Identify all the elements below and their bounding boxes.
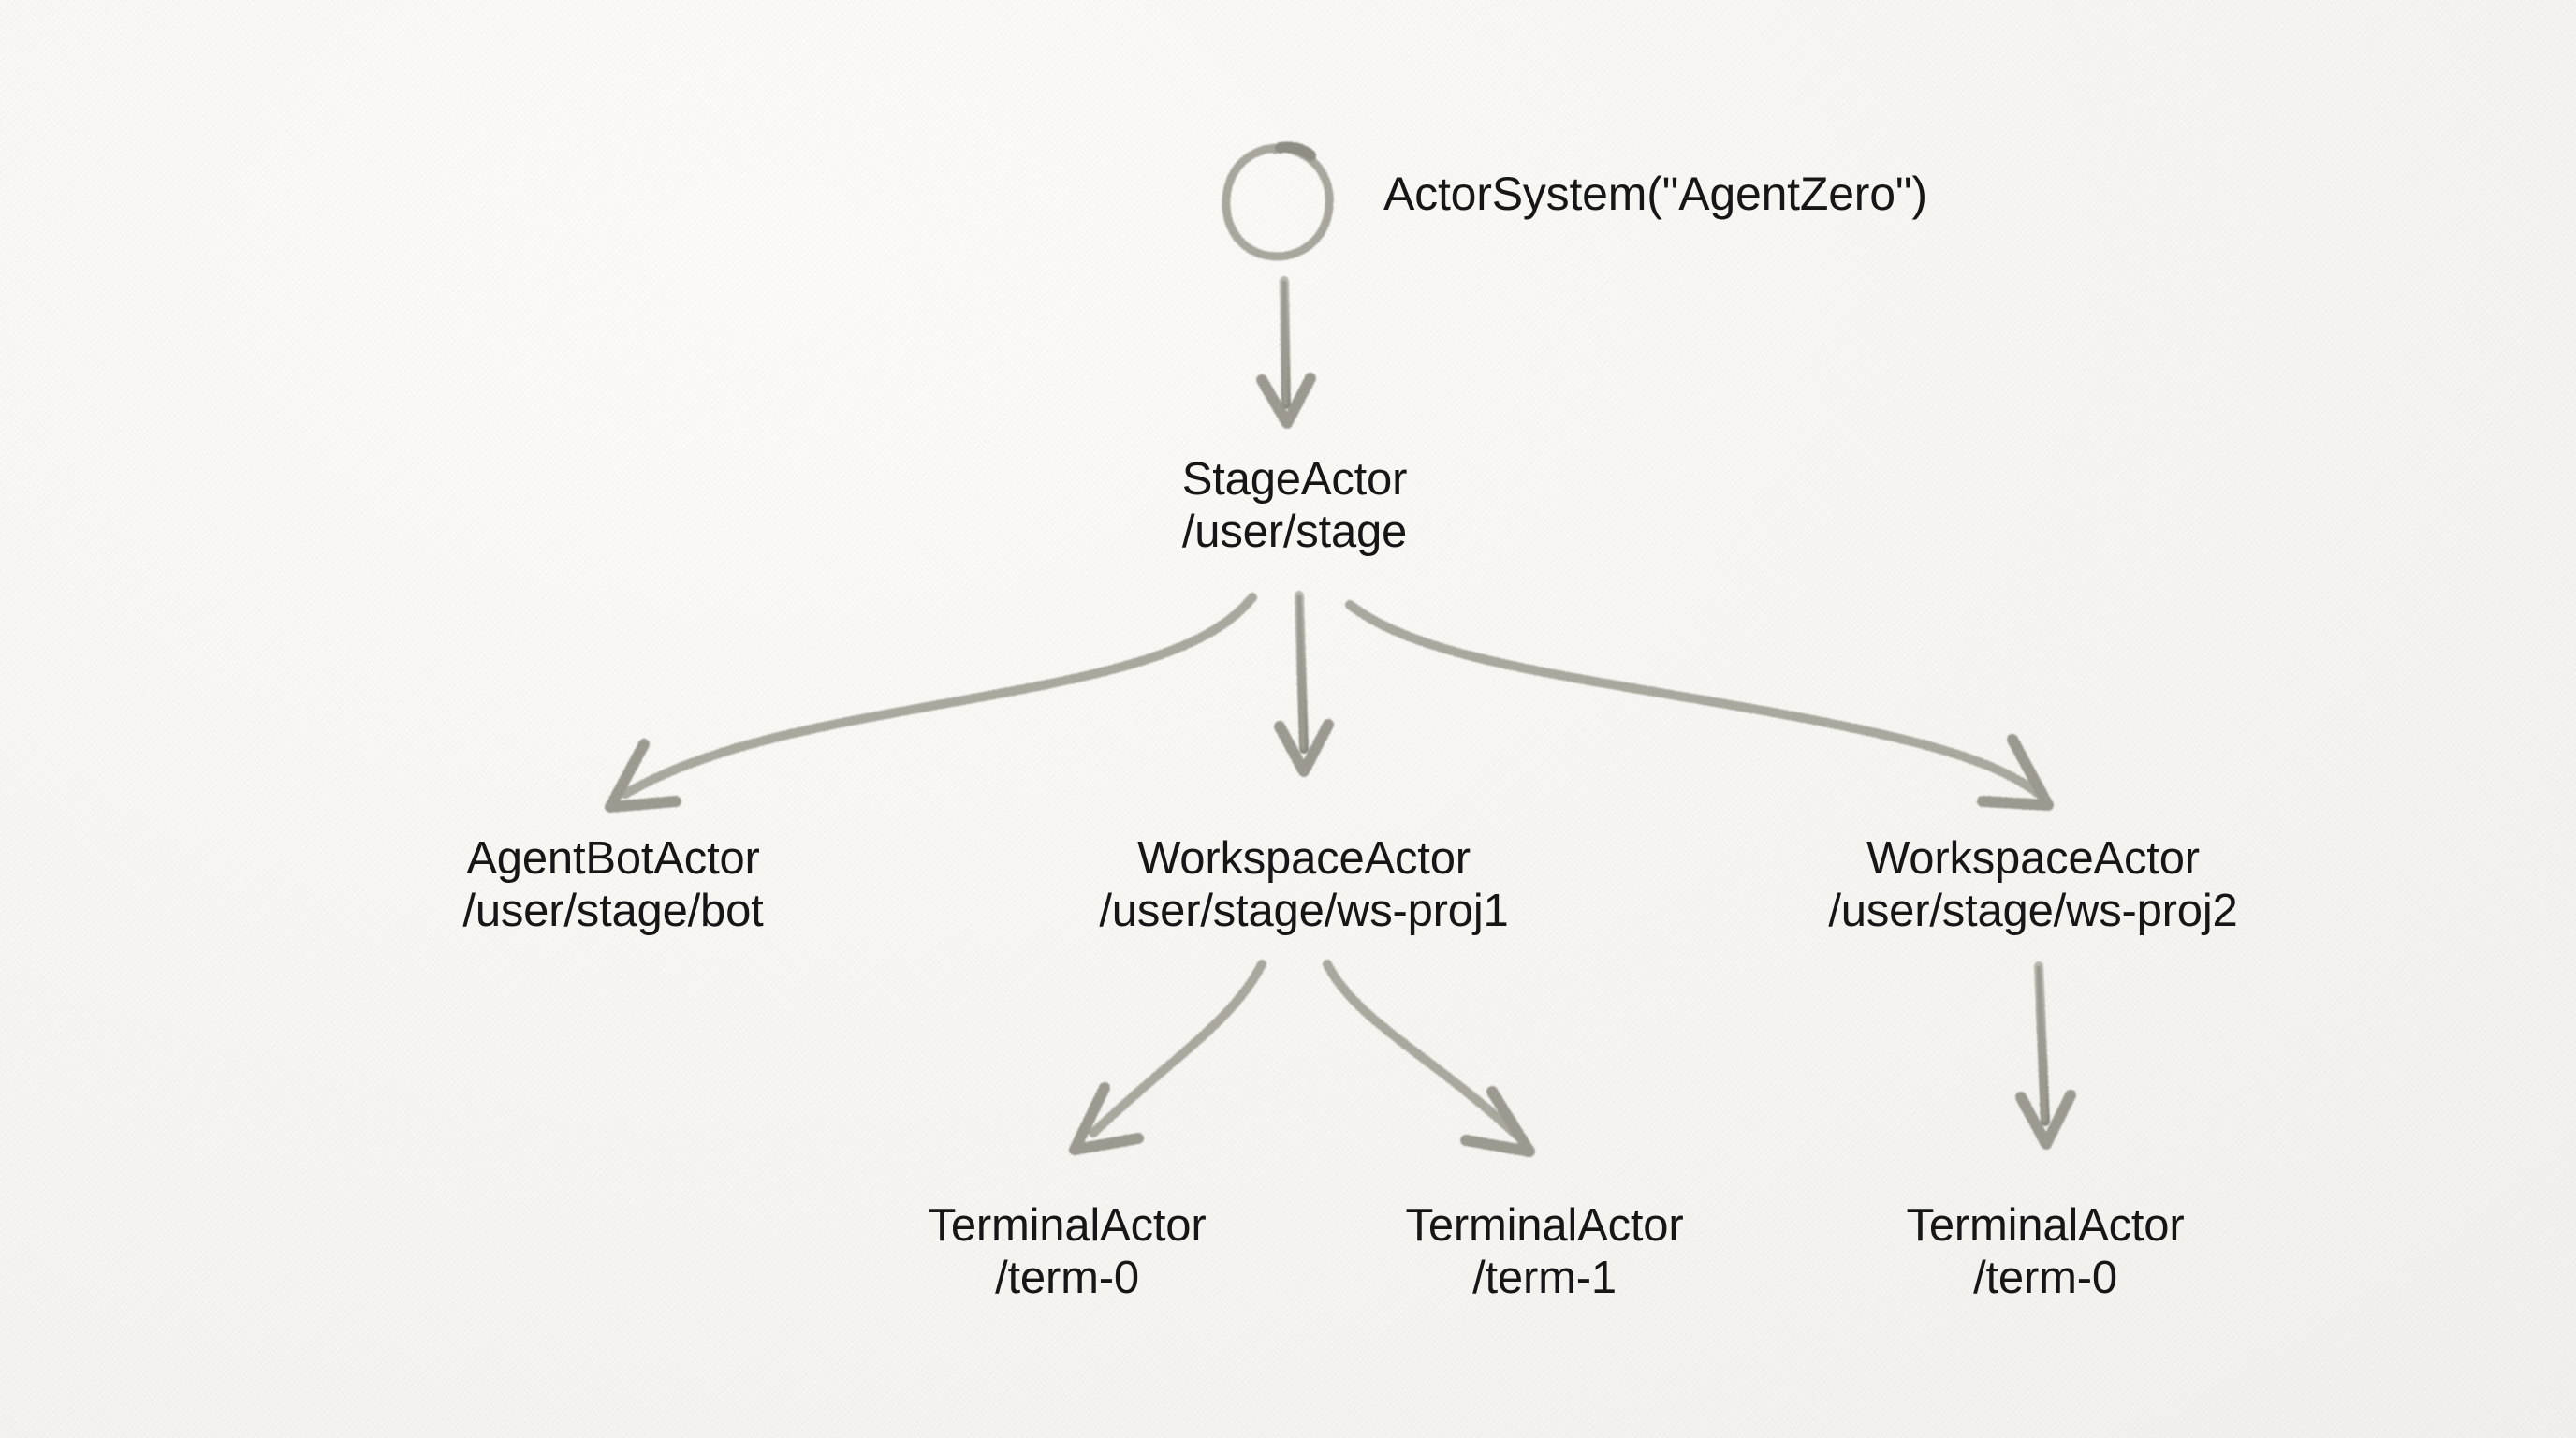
node-terminal-actor-term0-a-type: TerminalActor	[928, 1200, 1207, 1251]
root-circle-icon	[1222, 141, 1334, 261]
node-terminal-actor-term0-a: TerminalActor /term-0	[929, 1200, 1207, 1305]
edge-ws2-to-term0b	[2015, 961, 2076, 1150]
node-terminal-actor-term1: TerminalActor /term-1	[1406, 1200, 1684, 1305]
edge-ws1-to-term0a	[1069, 960, 1266, 1155]
node-workspace-actor-proj2-type: WorkspaceActor	[1866, 833, 2200, 884]
node-actorsystem-label: ActorSystem("AgentZero")	[1383, 168, 1927, 220]
node-agentbot-actor-path: /user/stage/bot	[462, 885, 764, 936]
node-workspace-actor-proj1-path: /user/stage/ws-proj1	[1099, 885, 1509, 936]
node-terminal-actor-term1-type: TerminalActor	[1405, 1200, 1684, 1251]
node-workspace-actor-proj1: WorkspaceActor /user/stage/ws-proj1	[1099, 833, 1508, 938]
node-stage-actor-type: StageActor	[1181, 454, 1408, 505]
node-terminal-actor-term0-a-path: /term-0	[995, 1252, 1139, 1303]
edge-ws1-to-term1	[1323, 960, 1535, 1157]
node-terminal-actor-term1-path: /term-1	[1472, 1252, 1617, 1303]
node-workspace-actor-proj1-type: WorkspaceActor	[1137, 833, 1471, 884]
node-workspace-actor-proj2-path: /user/stage/ws-proj2	[1828, 885, 2238, 936]
edge-root-to-stage	[1256, 276, 1316, 429]
edge-stage-to-ws1	[1274, 591, 1334, 777]
node-stage-actor: StageActor /user/stage	[1181, 454, 1408, 559]
node-workspace-actor-proj2: WorkspaceActor /user/stage/ws-proj2	[1828, 833, 2237, 938]
node-agentbot-actor: AgentBotActor /user/stage/bot	[462, 833, 763, 938]
edge-stage-to-ws2	[1345, 600, 2054, 811]
node-agentbot-actor-type: AgentBotActor	[466, 833, 760, 884]
node-terminal-actor-term0-b: TerminalActor /term-0	[1907, 1200, 2185, 1305]
node-stage-actor-path: /user/stage	[1181, 506, 1408, 557]
node-terminal-actor-term0-b-type: TerminalActor	[1906, 1200, 2185, 1251]
node-terminal-actor-term0-b-path: /term-0	[1973, 1252, 2117, 1303]
edge-stage-to-bot	[605, 593, 1257, 813]
